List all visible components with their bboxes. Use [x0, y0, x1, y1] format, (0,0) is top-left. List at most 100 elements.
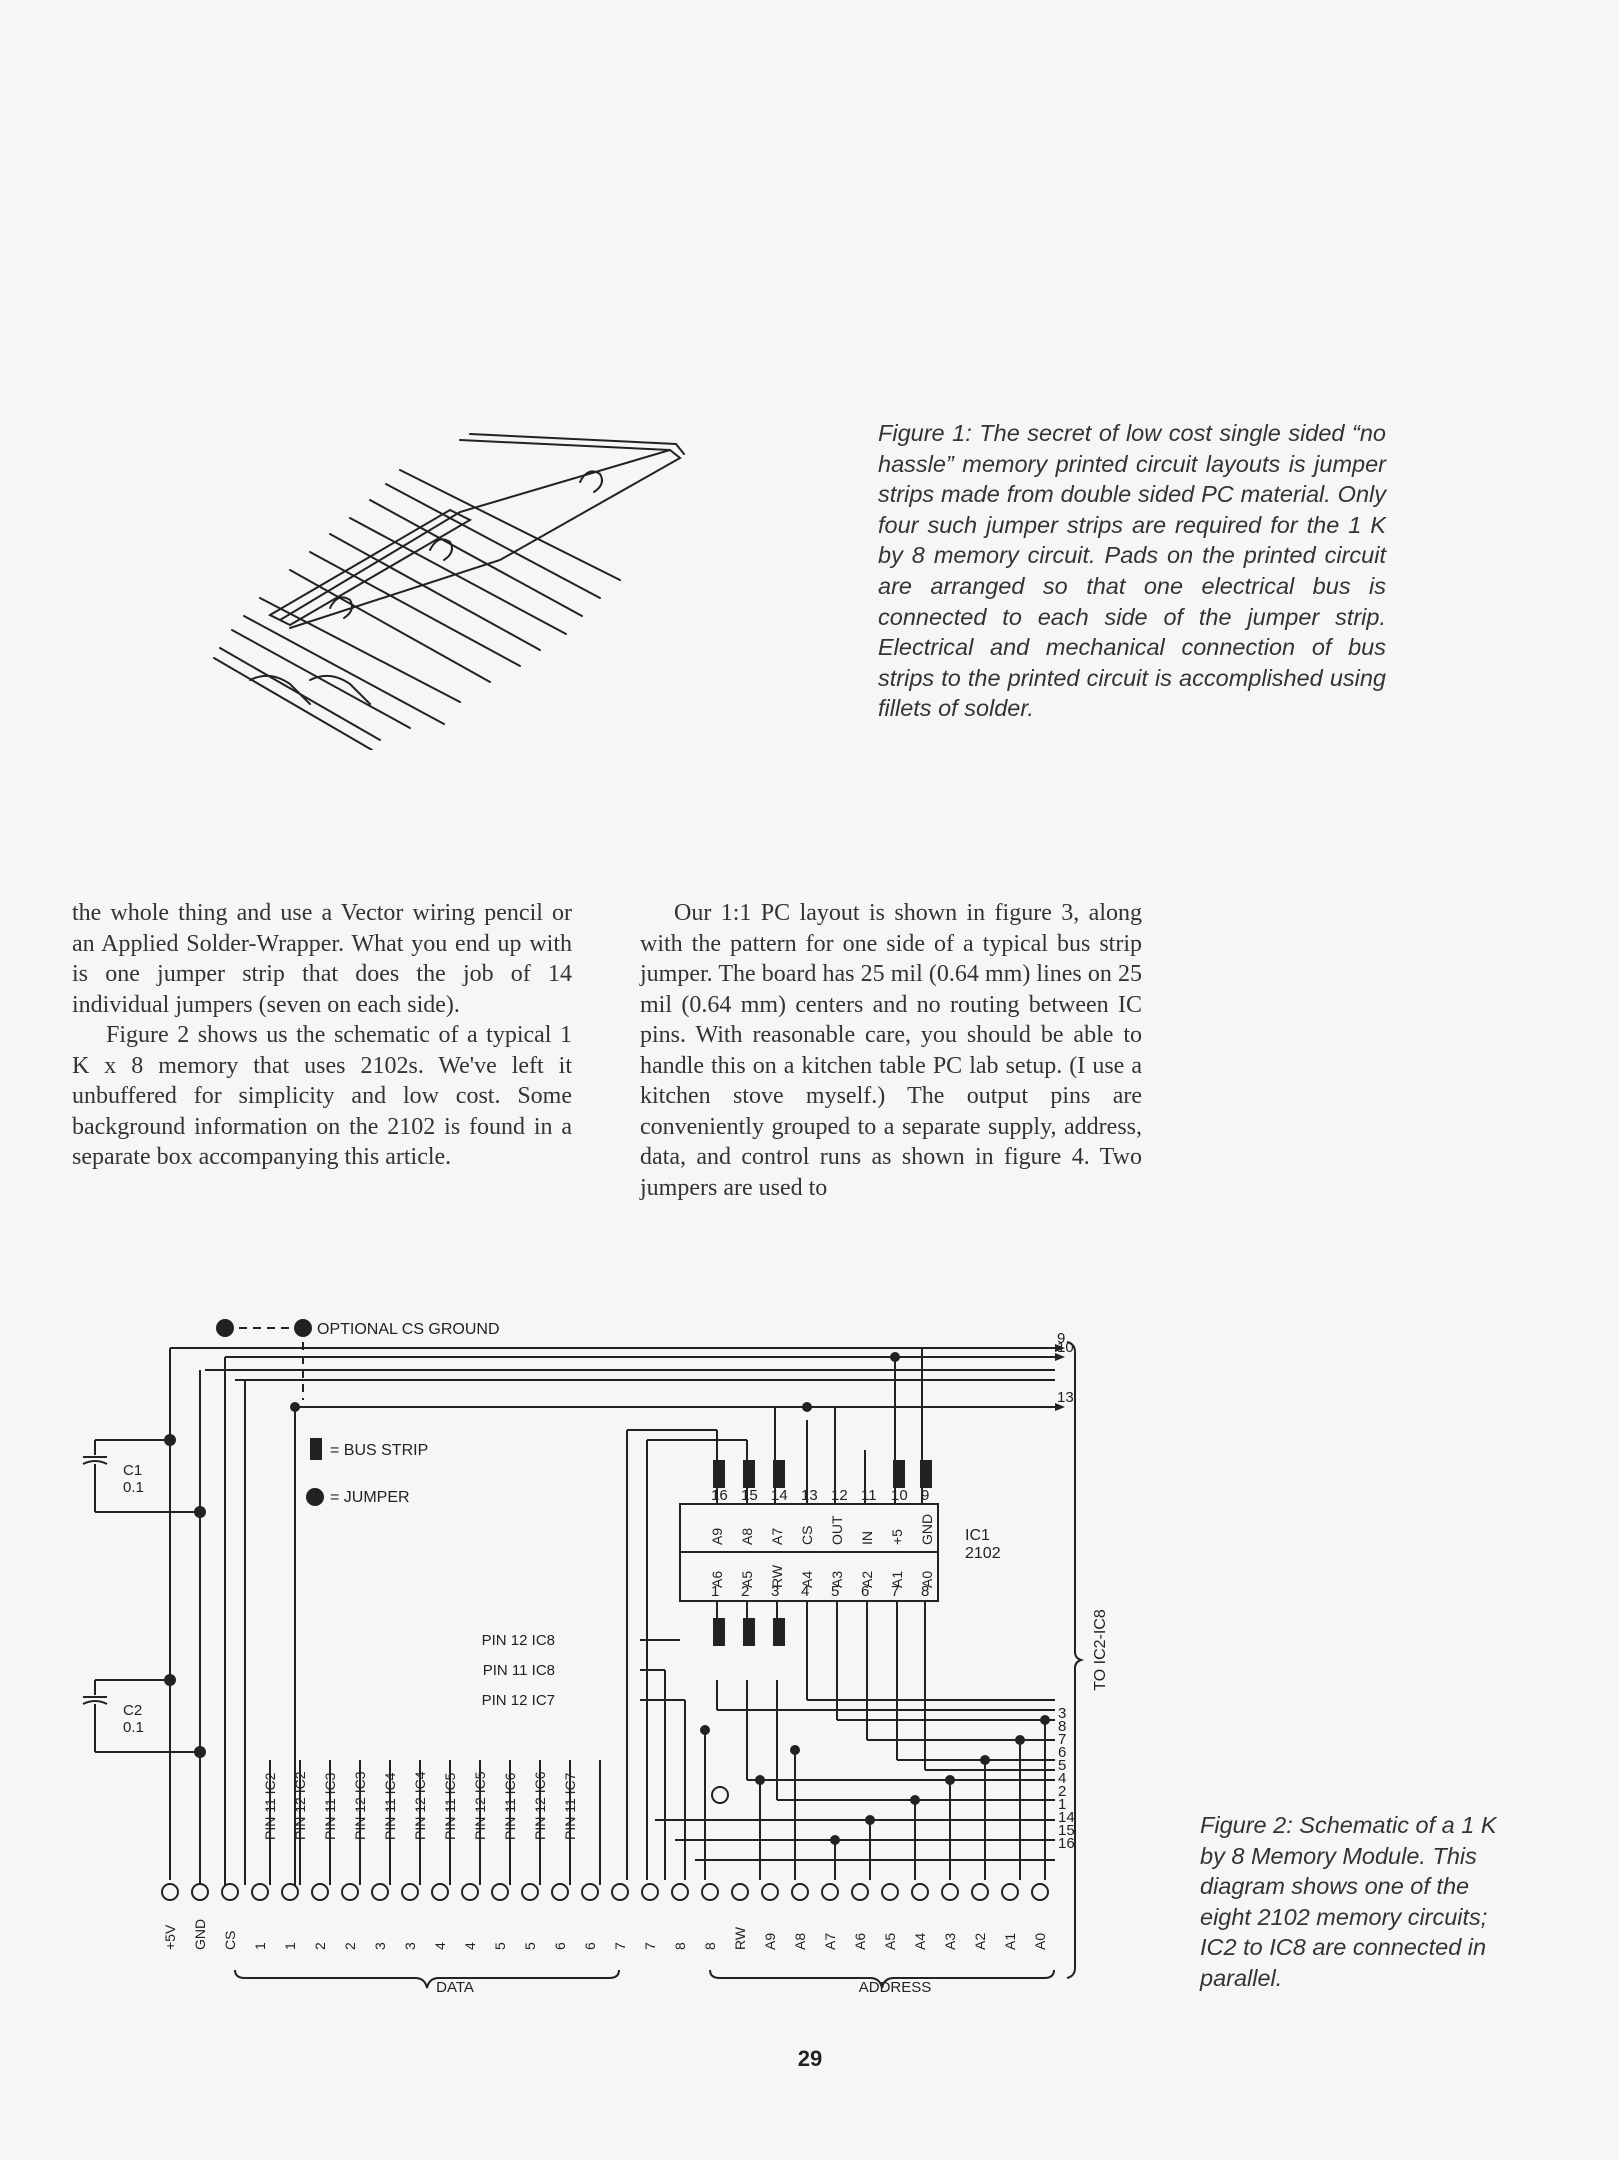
ic-bottom-pin-name: A6	[709, 1571, 725, 1588]
c1-label: C1	[123, 1462, 142, 1479]
ic-top-pin-number: 15	[741, 1487, 758, 1504]
pin11-ic8-label: PIN 11 IC8	[483, 1662, 555, 1679]
connector-label: 1	[282, 1942, 298, 1950]
connector-label: 3	[402, 1942, 418, 1950]
ic-bottom-pin-name: RW	[769, 1564, 785, 1588]
connector-label: 1	[252, 1942, 268, 1950]
ic-pin-label: PIN 11 IC2	[262, 1772, 278, 1840]
ic-pin-label: PIN 12 IC6	[532, 1771, 548, 1840]
ic-top-pin-name: OUT	[829, 1515, 845, 1545]
ic-bottom-pin-number: 8	[921, 1583, 929, 1600]
ic-pin-label: PIN 12 IC2	[292, 1771, 308, 1840]
connector-label: 8	[702, 1942, 718, 1950]
bus-output-label: 10	[1057, 1339, 1074, 1356]
ic-top-pin-number: 14	[771, 1487, 788, 1504]
ic-top-pin-name: GND	[919, 1514, 935, 1545]
data-bus-label: DATA	[436, 1979, 474, 1996]
bus-output-label: 2	[1058, 1783, 1066, 1800]
bus-output-label: 5	[1058, 1757, 1066, 1774]
ic-top-pin-number: 10	[891, 1487, 908, 1504]
memory-module-schematic: OPTIONAL CS GROUND = BUS STRIP = JUMPER …	[82, 1319, 1109, 1996]
ic-pin-label: PIN 11 IC3	[322, 1772, 338, 1840]
ic-pin-label: PIN 11 IC6	[502, 1772, 518, 1840]
ic-pin-label: PIN 11 IC4	[382, 1772, 398, 1840]
connector-label: 4	[432, 1942, 448, 1950]
ic-bottom-pin-number: 5	[831, 1583, 839, 1600]
connector-label: 5	[492, 1942, 508, 1950]
bus-output-label: 13	[1057, 1389, 1074, 1406]
ic-bottom-pin-number: 3	[771, 1583, 779, 1600]
ic-top-pin-number: 11	[861, 1487, 877, 1504]
connector-label: A6	[852, 1933, 868, 1950]
c1-value: 0.1	[123, 1479, 144, 1496]
bus-output-label: 4	[1058, 1770, 1066, 1787]
ic-pin-label: PIN 11 IC7	[562, 1772, 578, 1840]
ic-bottom-pin-name: A0	[919, 1571, 935, 1588]
address-bus-label: ADDRESS	[859, 1979, 932, 1996]
ic-bottom-pin-name: A1	[889, 1571, 905, 1588]
bus-output-label: 15	[1058, 1822, 1075, 1839]
bus-output-label: 14	[1058, 1809, 1075, 1826]
connector-label: GND	[192, 1919, 208, 1950]
text-column-right: Our 1:1 PC layout is shown in figure 3, …	[640, 898, 1142, 1203]
ic-bottom-pin-number: 4	[801, 1583, 809, 1600]
ic-top-pin-name: A8	[739, 1528, 755, 1545]
connector-label: 2	[312, 1942, 328, 1950]
ic-top-pin-number: 16	[711, 1487, 728, 1504]
optional-cs-ground-label: OPTIONAL CS GROUND	[317, 1321, 500, 1338]
bus-output-label: 1	[1058, 1796, 1066, 1813]
bus-output-label: 3	[1058, 1705, 1066, 1722]
connector-label: 8	[672, 1942, 688, 1950]
connector-label: RW	[732, 1926, 748, 1950]
ic-bottom-pin-name: A2	[859, 1571, 875, 1588]
ic-bottom-pin-number: 6	[861, 1583, 869, 1600]
ic-pin-label: PIN 12 IC3	[352, 1771, 368, 1840]
connector-label: 4	[462, 1942, 478, 1950]
to-ic-label: TO IC2-IC8	[1092, 1609, 1109, 1691]
connector-label: A8	[792, 1933, 808, 1950]
ic-top-pin-name: A7	[769, 1528, 785, 1545]
paragraph: Our 1:1 PC layout is shown in figure 3, …	[640, 900, 1142, 1201]
connector-label: A4	[912, 1933, 928, 1950]
ic-top-pin-name: +5	[889, 1529, 905, 1545]
connector-label: A7	[822, 1933, 838, 1950]
connector-label: 3	[372, 1942, 388, 1950]
connector-label: A5	[882, 1933, 898, 1950]
text-column-left: the whole thing and use a Vector wiring …	[72, 898, 572, 1173]
ic-bottom-pin-name: A5	[739, 1571, 755, 1588]
ic-top-pin-name: IN	[859, 1531, 875, 1545]
ic-bottom-pin-number: 1	[711, 1583, 719, 1600]
c2-value: 0.1	[123, 1719, 144, 1736]
connector-label: +5V	[162, 1924, 178, 1950]
paragraph: Figure 2 shows us the schematic of a typ…	[72, 1022, 572, 1170]
connector-label: 7	[642, 1942, 658, 1950]
bus-output-label: 7	[1058, 1731, 1066, 1748]
connector-label: A2	[972, 1933, 988, 1950]
ic-top-pin-number: 12	[831, 1487, 848, 1504]
connector-label: A0	[1032, 1933, 1048, 1950]
legend-bus-strip: = BUS STRIP	[330, 1442, 428, 1459]
connector-label: A3	[942, 1933, 958, 1950]
connector-label: 2	[342, 1942, 358, 1950]
ic-pin-label: PIN 12 IC4	[412, 1771, 428, 1840]
page-number: 29	[797, 2046, 823, 2071]
figure-1-caption: Figure 1: The secret of low cost single …	[878, 420, 1386, 722]
jumper-strip-illustration	[213, 433, 685, 750]
connector-label: 6	[552, 1942, 568, 1950]
ic-bottom-pin-number: 7	[891, 1583, 899, 1600]
ic-name: IC1	[965, 1527, 990, 1544]
c2-label: C2	[123, 1702, 142, 1719]
pin12-ic8-label: PIN 12 IC8	[482, 1632, 555, 1649]
ic-top-pin-name: CS	[799, 1526, 815, 1545]
figure-2-caption: Figure 2: Schematic of a 1 K by 8 Memory…	[1200, 1812, 1497, 1991]
bus-output-label: 9	[1057, 1330, 1065, 1347]
ic-bottom-pin-number: 2	[741, 1583, 749, 1600]
ic-bottom-pin-name: A3	[829, 1571, 845, 1588]
ic-pin-label: PIN 11 IC5	[442, 1772, 458, 1840]
ic-top-pin-name: A9	[709, 1528, 725, 1545]
ic-bottom-pin-name: A4	[799, 1571, 815, 1588]
ic-pin-label: PIN 12 IC5	[472, 1771, 488, 1840]
connector-label: 6	[582, 1942, 598, 1950]
ic-top-pin-number: 13	[801, 1487, 818, 1504]
bus-output-label: 16	[1058, 1835, 1075, 1852]
